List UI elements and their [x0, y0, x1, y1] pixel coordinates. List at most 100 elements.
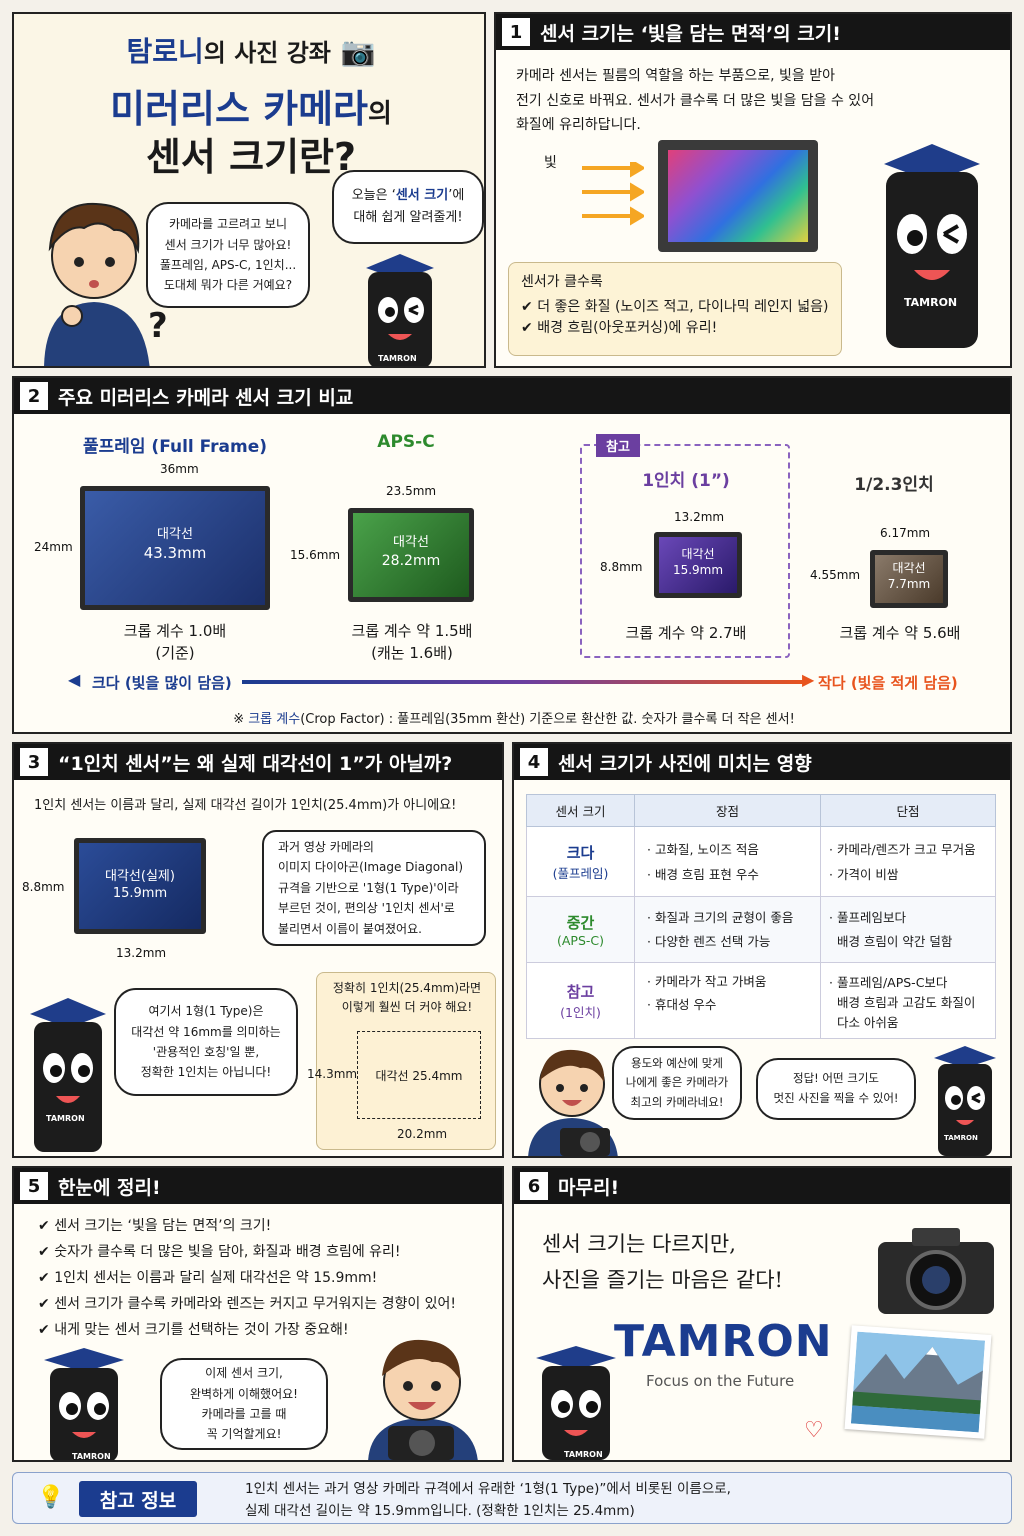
pro-item: · 카메라가 작고 가벼움	[647, 974, 767, 989]
arrow-left-icon: ◀	[68, 670, 81, 689]
one-inch-actual-sensor: 대각선(실제) 15.9mm	[74, 838, 206, 934]
check-icon: ✔	[38, 1243, 55, 1260]
full-frame-height: 24mm	[34, 540, 73, 554]
table-row: 중간(APS-C) · 화질과 크기의 균형이 좋음· 다양한 렌즈 선택 가능…	[526, 896, 996, 963]
con-item: · 카메라/렌즈가 크고 무거움	[829, 841, 976, 857]
small-sensor-name: 1/2.3인치	[854, 475, 934, 495]
cons-cell: · 카메라/렌즈가 크고 무거움 · 가격이 비쌈	[820, 826, 996, 897]
mountain-lake-icon	[850, 1331, 986, 1433]
lens-mascot-brand: TAMRON	[46, 1114, 85, 1123]
check-icon: ✔	[521, 320, 538, 336]
table-header-cell: 단점	[820, 794, 996, 827]
lens-bubble-pre: 오늘은 ‘	[351, 187, 396, 203]
table-row: 참고(1인치) · 카메라가 작고 가벼움· 휴대성 우수 · 풀프레임/APS…	[526, 962, 996, 1039]
hero-title-suffix: 의 사진 강좌	[203, 39, 331, 67]
lens-mascot-brand: TAMRON	[944, 1134, 978, 1142]
boy-speech-bubble: 용도와 예산에 맞게 나에게 좋은 카메라가 최고의 카메라네요!	[612, 1046, 742, 1120]
summary-item: ✔ 1인치 센서는 이름과 달리 실제 대각선은 약 15.9mm!	[38, 1266, 456, 1292]
section-3-panel: 3“1인치 센서”는 왜 실제 대각선이 1”가 아닐까? 1인치 센서는 이름…	[12, 742, 504, 1158]
section-6-number: 6	[520, 1172, 548, 1200]
one-inch-width: 13.2mm	[674, 510, 725, 524]
pro-item: · 다양한 렌즈 선택 가능	[647, 933, 771, 949]
apsc-name: APS-C	[377, 432, 435, 452]
check-icon: ✔	[38, 1218, 55, 1234]
big-label: 크다 (빛을 많이 담음)	[92, 674, 232, 692]
section-6-title: 마무리!	[558, 1176, 620, 1199]
tamron-tagline: Focus on the Future	[646, 1372, 795, 1390]
apsc-width: 23.5mm	[386, 484, 437, 498]
full-frame-name: 풀프레임 (Full Frame)	[82, 437, 268, 457]
section-3-number: 3	[20, 748, 48, 776]
check-icon: ✔	[38, 1269, 55, 1286]
landscape-photo	[844, 1325, 992, 1439]
hero-title-mirrorless: 미러리스 카메라	[110, 87, 369, 131]
diag-value: 15.9mm	[672, 562, 724, 577]
lens-mascot-icon	[30, 998, 106, 1152]
section-6-panel: 6 마무리! 센서 크기는 다르지만, 사진을 즐기는 마음은 같다! TAMRO…	[512, 1166, 1012, 1462]
sensor-benefits-box: 센서가 클수록 ✔ 더 좋은 화질 (노이즈 적고, 다이나믹 레인지 넓음) …	[508, 262, 842, 356]
actual-diagonal: 대각선(실제) 15.9mm	[105, 869, 175, 901]
exact-inch-width: 20.2mm	[397, 1127, 448, 1141]
benefit-item: ✔ 더 좋은 화질 (노이즈 적고, 다이나믹 레인지 넓음)	[521, 297, 829, 318]
reference-info-text: 1인치 센서는 과거 영상 카메라 규격에서 유래한 ‘1형(1 Type)”에…	[245, 1481, 731, 1519]
summary-list: ✔ 센서 크기는 ‘빛을 담는 면적’의 크기! ✔ 숫자가 클수록 더 많은 …	[38, 1214, 456, 1343]
lens-mascot-brand: TAMRON	[72, 1452, 111, 1461]
footnote-highlight: 크롭 계수	[248, 712, 301, 727]
pros-cell: · 화질과 크기의 균형이 좋음· 다양한 렌즈 선택 가능	[634, 896, 821, 963]
apsc-crop: 크롭 계수 약 1.5배	[351, 622, 473, 640]
size-sub: (1인치)	[560, 1004, 601, 1020]
footnote-text: (Crop Factor) : 풀프레임(35mm 환산) 기준으로 환산한 값…	[300, 712, 795, 727]
size-sub: (풀프레임)	[552, 865, 609, 881]
sensor-chip-surface	[668, 150, 808, 242]
size-label: 크다	[566, 843, 595, 862]
check-icon: ✔	[38, 1295, 55, 1312]
type-explain-bubble: 여기서 1형(1 Type)은 대각선 약 16mm를 의미하는 '관용적인 호…	[114, 988, 298, 1096]
closing-line-1: 센서 크기는 다르지만,	[542, 1232, 736, 1256]
summary-text: 숫자가 클수록 더 많은 빛을 담아, 화질과 배경 흐림에 유리!	[54, 1243, 401, 1260]
check-icon: ✔	[38, 1321, 55, 1338]
lens-mascot-icon	[366, 254, 434, 366]
lens-speech-bubble: 정답! 어떤 크기도 멋진 사진을 찍을 수 있어!	[756, 1058, 916, 1120]
section-6-header: 6 마무리!	[514, 1168, 1010, 1204]
sensor-chip-illustration	[658, 140, 818, 252]
full-frame-note: (기준)	[155, 644, 195, 662]
exact-inch-diagonal: 대각선 25.4mm	[375, 1069, 463, 1083]
light-arrows-icon	[582, 162, 644, 226]
closing-line-2: 사진을 즐기는 마음은 같다!	[542, 1268, 783, 1292]
exact-inch-title: 정확히 1인치(25.4mm)라면 이렇게 훨씬 더 커야 해요!	[332, 981, 482, 1015]
lens-mascot-icon	[536, 1346, 616, 1460]
boy-camera-illustration	[368, 1339, 478, 1460]
full-frame-crop: 크롭 계수 1.0배	[123, 622, 227, 640]
lens-mascot-brand: TAMRON	[564, 1450, 603, 1459]
reference-info-label: 참고 정보	[79, 1481, 197, 1517]
section-3-intro: 1인치 센서는 이름과 달리, 실제 대각선 길이가 1인치(25.4mm)가 …	[34, 798, 457, 813]
pros-cell: · 카메라가 작고 가벼움· 휴대성 우수	[634, 962, 821, 1039]
lens-bubble-post: ’에 대해 쉽게 알려줄게!	[353, 187, 465, 225]
hero-panel: 탐로니의 사진 강좌 📷 미러리스 카메라의 센서 크기란? ? 카메라를 고르…	[12, 12, 486, 368]
diag-value: 7.7mm	[887, 576, 931, 591]
apsc-note: (캐논 1.6배)	[371, 644, 453, 662]
benefit-item: ✔ 배경 흐림(아웃포커싱)에 유리!	[521, 318, 829, 339]
diag-value: 43.3mm	[143, 543, 207, 562]
hero-title-line2: 미러리스 카메라의	[14, 78, 484, 133]
lens-mascot-brand: TAMRON	[904, 296, 958, 309]
boy-camera-illustration	[528, 1049, 618, 1156]
benefit-text: 배경 흐림(아웃포커싱)에 유리!	[537, 320, 718, 336]
light-label: 빛	[544, 155, 557, 171]
lightbulb-icon: 💡	[37, 1485, 65, 1510]
con-item: 다소 아쉬움	[829, 1014, 899, 1030]
con-item: · 가격이 비쌈	[829, 866, 899, 882]
diag-label: 대각선	[393, 535, 429, 550]
cons-cell: · 풀프레임보다 배경 흐림이 약간 덜함	[820, 896, 996, 963]
